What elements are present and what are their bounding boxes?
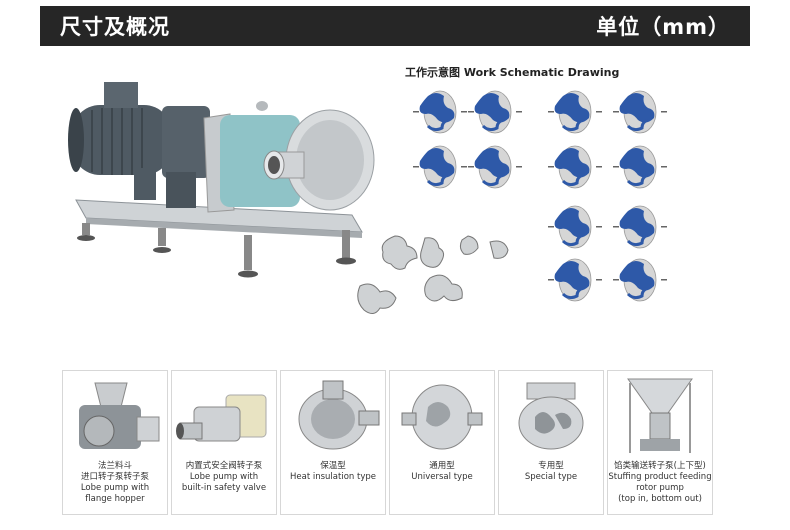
- schematic-cell: [473, 89, 513, 135]
- schematic-cell: [418, 89, 458, 135]
- product-card-special: 专用型 Special type: [498, 370, 604, 515]
- product-caption: 内置式安全阀转子泵 Lobe pump with built-in safety…: [181, 461, 267, 493]
- schematic-cell: [553, 257, 593, 303]
- product-image: [298, 380, 380, 450]
- product-image: [79, 382, 160, 449]
- schematic-cell: [618, 257, 658, 303]
- product-card-heat-insulation: 保温型 Heat insulation type: [280, 370, 386, 515]
- product-caption: 法兰料斗 进口转子泵转子泵 Lobe pump with flange hopp…: [80, 461, 150, 504]
- schematic-cell: [553, 89, 593, 135]
- product-caption: 馅类输送转子泵(上下型) Stuffing product feeding ro…: [608, 461, 712, 504]
- schematic-title-cn: 工作示意图: [405, 66, 460, 79]
- schematic-title-en: Work Schematic Drawing: [463, 66, 620, 79]
- schematic-cell: [618, 204, 658, 250]
- work-schematic-diagram: [413, 89, 667, 303]
- product-caption: 通用型 Universal type: [411, 461, 473, 482]
- product-caption: 保温型 Heat insulation type: [290, 461, 376, 482]
- product-image: [401, 384, 483, 450]
- product-card-universal: 通用型 Universal type: [389, 370, 495, 515]
- product-caption: 专用型 Special type: [524, 461, 578, 482]
- lobe-pump-photo: [68, 82, 375, 278]
- product-image: [518, 382, 584, 450]
- product-card-flange-hopper: 法兰料斗 进口转子泵转子泵 Lobe pump with flange hopp…: [62, 370, 168, 515]
- product-card-safety-valve: 内置式安全阀转子泵 Lobe pump with built-in safety…: [171, 370, 277, 515]
- schematic-cell: [618, 144, 658, 190]
- unit-label: 单位（mm）: [596, 15, 730, 39]
- schematic-title: 工作示意图 Work Schematic Drawing: [405, 64, 619, 80]
- schematic-cell: [553, 204, 593, 250]
- product-image: [627, 378, 693, 453]
- section-title: 尺寸及概况: [60, 15, 170, 39]
- schematic-cell: [473, 144, 513, 190]
- schematic-cell: [618, 89, 658, 135]
- product-card-stuffing-feeding: 馅类输送转子泵(上下型) Stuffing product feeding ro…: [607, 370, 713, 515]
- schematic-cell: [553, 144, 593, 190]
- section-header: 尺寸及概况 单位（mm）: [40, 6, 750, 46]
- product-image: [176, 394, 267, 442]
- product-variants: 法兰料斗 进口转子泵转子泵 Lobe pump with flange hopp…: [62, 370, 713, 515]
- rotor-parts-photo: [357, 235, 509, 314]
- schematic-cell: [418, 144, 458, 190]
